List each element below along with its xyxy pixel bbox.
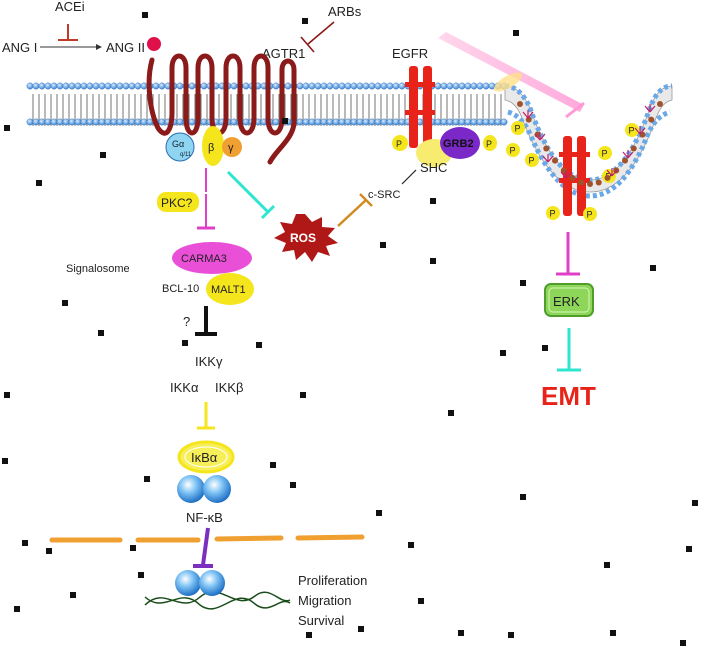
nfkb-label: NF-κB [186, 510, 223, 525]
nfkb-subunit-right [203, 475, 231, 503]
csrc-label: c-SRC [368, 189, 400, 201]
egfr-phospho-left [392, 135, 408, 151]
ros-node [274, 214, 338, 262]
svg-text:P: P [587, 210, 593, 220]
carma3-label: CARMA3 [181, 253, 227, 265]
ang2-label: ANG II [106, 40, 145, 55]
g-protein: Gα q/11 β γ [165, 126, 242, 166]
egfr-receptor: EGFR [392, 46, 435, 148]
internalization-arrow [438, 32, 584, 112]
ang1-label: ANG I [2, 40, 37, 55]
pit-phospho-2: P [511, 121, 525, 135]
pit-phospho-6: P [546, 206, 560, 220]
svg-text:P: P [602, 149, 608, 159]
g-q11-label: q/11 [180, 152, 192, 158]
nfkb-dna-left [175, 570, 201, 596]
p-label-egfr-r: P [486, 139, 492, 149]
g-alpha-label: Gα [172, 139, 184, 149]
ikkb-label: IKKβ [215, 380, 243, 395]
grb2-node [440, 127, 480, 159]
svg-text:P: P [510, 146, 516, 156]
arbs-label: ARBs [328, 4, 362, 19]
agtr1-label: AGTR1 [262, 46, 305, 61]
g-beta-label: β [208, 142, 214, 154]
shc-label: SHC [420, 160, 447, 175]
pkc-node [157, 192, 199, 212]
egfr-phospho-right [483, 135, 497, 151]
pit-phospho-1: P [525, 153, 539, 167]
question-label: ? [183, 314, 190, 329]
proliferation-label: Proliferation [298, 573, 367, 588]
ikkg-label: IKKγ [195, 354, 223, 369]
g-alpha-subunit [165, 132, 195, 162]
survival-label: Survival [298, 613, 344, 628]
nfkb-dna-right [199, 570, 225, 596]
g-gamma-subunit [222, 137, 242, 157]
svg-text:P: P [515, 124, 521, 134]
svg-text:P: P [629, 126, 635, 136]
pit-phospho-group: PPPPPPPP [506, 101, 663, 221]
agtr1-receptor [146, 53, 297, 165]
erk-node [544, 283, 594, 317]
pit-phospho-7: P [583, 207, 597, 221]
malt1-node [206, 273, 254, 305]
ros-label: ROS [290, 231, 316, 245]
pit-phospho-0: P [506, 143, 520, 157]
ikba-label: IκBα [191, 450, 218, 465]
svg-text:P: P [550, 209, 556, 219]
signalosome-label: Signalosome [66, 263, 130, 275]
migration-label: Migration [298, 593, 351, 608]
pit-phospho-3: P [598, 146, 612, 160]
nuclear-membrane [49, 534, 365, 543]
g-gamma-label: γ [228, 142, 234, 154]
dna-helix [144, 570, 291, 610]
malt1-label: MALT1 [211, 284, 246, 296]
signalosome-column: PKC? CARMA3 Signalosome BCL-10 MALT1 ? I… [66, 168, 254, 525]
ang2-ligand [147, 37, 161, 51]
acei-label: ACEi [55, 0, 85, 14]
p-label-egfr-l: P [396, 139, 402, 149]
pkc-label: PKC? [161, 196, 193, 210]
pit-phospho-4: P [625, 123, 639, 137]
carma3-node [172, 242, 252, 274]
svg-text:P: P [529, 156, 535, 166]
grb2-label: GRB2 [443, 138, 474, 150]
erk-label: ERK [553, 294, 580, 309]
bcl10-label: BCL-10 [162, 283, 199, 295]
emt-label: EMT [541, 381, 596, 411]
ikka-label: IKKα [170, 380, 199, 395]
noise-dots [2, 12, 698, 646]
g-beta-subunit [202, 126, 224, 166]
membrane-heads-bottom [26, 118, 508, 126]
egfr-label: EGFR [392, 46, 428, 61]
arbs-agtr1: ARBs AGTR1 [262, 4, 362, 61]
nfkb-subunit-left [177, 475, 205, 503]
ang-conversion: ACEi ANG I ANG II [2, 0, 161, 55]
